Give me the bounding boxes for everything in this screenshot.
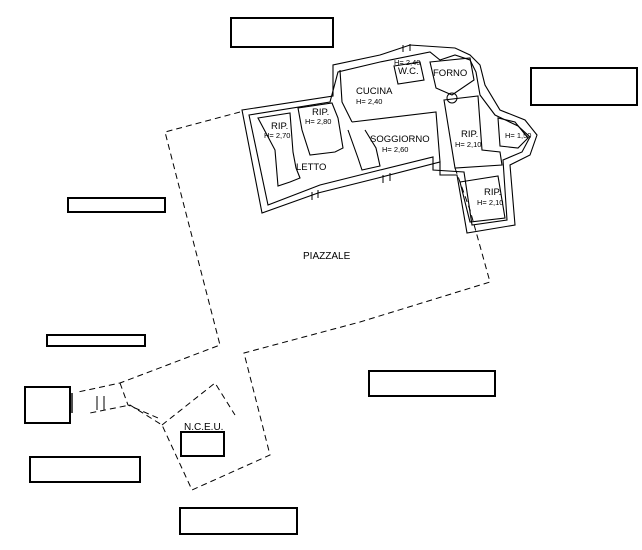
partition-rip-lower — [459, 175, 506, 223]
room-label-rip-right: RIP. — [461, 129, 478, 140]
redaction-box-center — [368, 370, 496, 397]
room-labels: RIP. H= 2,70 RIP. H= 2,80 CUCINA H= 2,40… — [184, 58, 531, 433]
height-rip-right: H= 2,10 — [455, 140, 481, 149]
area-label-nceu: N.C.E.U. — [184, 422, 223, 433]
piazzale-boundary — [77, 111, 241, 393]
redaction-box-right — [530, 67, 638, 106]
room-label-rip-left: RIP. — [271, 121, 288, 132]
partition-wc — [393, 61, 425, 85]
height-wc: H= 2,40 — [394, 58, 420, 67]
nceu-boundary — [161, 382, 236, 426]
room-label-wc: W.C. — [398, 66, 419, 77]
redaction-boxes — [24, 17, 638, 535]
partition-soggiorno — [351, 111, 441, 163]
height-rip-mid: H= 2,80 — [305, 117, 331, 126]
redaction-box-left-lower — [46, 334, 146, 347]
room-label-soggiorno: SOGGIORNO — [370, 134, 430, 145]
redaction-box-bottom-left — [29, 456, 141, 483]
partition-small-right — [497, 117, 529, 149]
height-small-right: H= 1,50 — [505, 131, 531, 140]
redaction-box-gate — [24, 386, 71, 424]
height-rip-left: H= 2,70 — [264, 131, 290, 140]
main-inner-wall — [248, 51, 531, 226]
partition-rip-mid — [297, 102, 344, 156]
partition-rip-right — [443, 95, 503, 169]
redaction-box-nceu — [180, 431, 225, 457]
boundary-lines — [77, 111, 491, 491]
main-outer-wall — [241, 44, 538, 234]
redaction-box-bottom — [179, 507, 298, 535]
room-label-letto: LETTO — [296, 162, 326, 173]
partition-forno — [429, 57, 475, 96]
room-label-forno: FORNO — [433, 68, 467, 79]
partition-rip-left — [257, 112, 301, 187]
forno-chimney — [446, 92, 458, 104]
height-rip-lower: H= 2,10 — [477, 198, 503, 207]
path-segment — [119, 382, 159, 419]
height-cucina: H= 2,40 — [356, 97, 382, 106]
redaction-box-left — [67, 197, 166, 213]
redaction-box-top — [230, 17, 334, 48]
room-label-cucina: CUCINA — [356, 86, 393, 97]
room-label-rip-mid: RIP. — [312, 107, 329, 118]
partition-letto — [347, 129, 381, 171]
partition-cucina — [339, 69, 353, 123]
height-soggiorno: H= 2,60 — [382, 145, 408, 154]
piazzale-boundary-right — [89, 167, 491, 491]
building-walls — [71, 44, 538, 413]
area-label-piazzale: PIAZZALE — [303, 251, 351, 262]
room-label-rip-lower: RIP. — [484, 187, 501, 198]
